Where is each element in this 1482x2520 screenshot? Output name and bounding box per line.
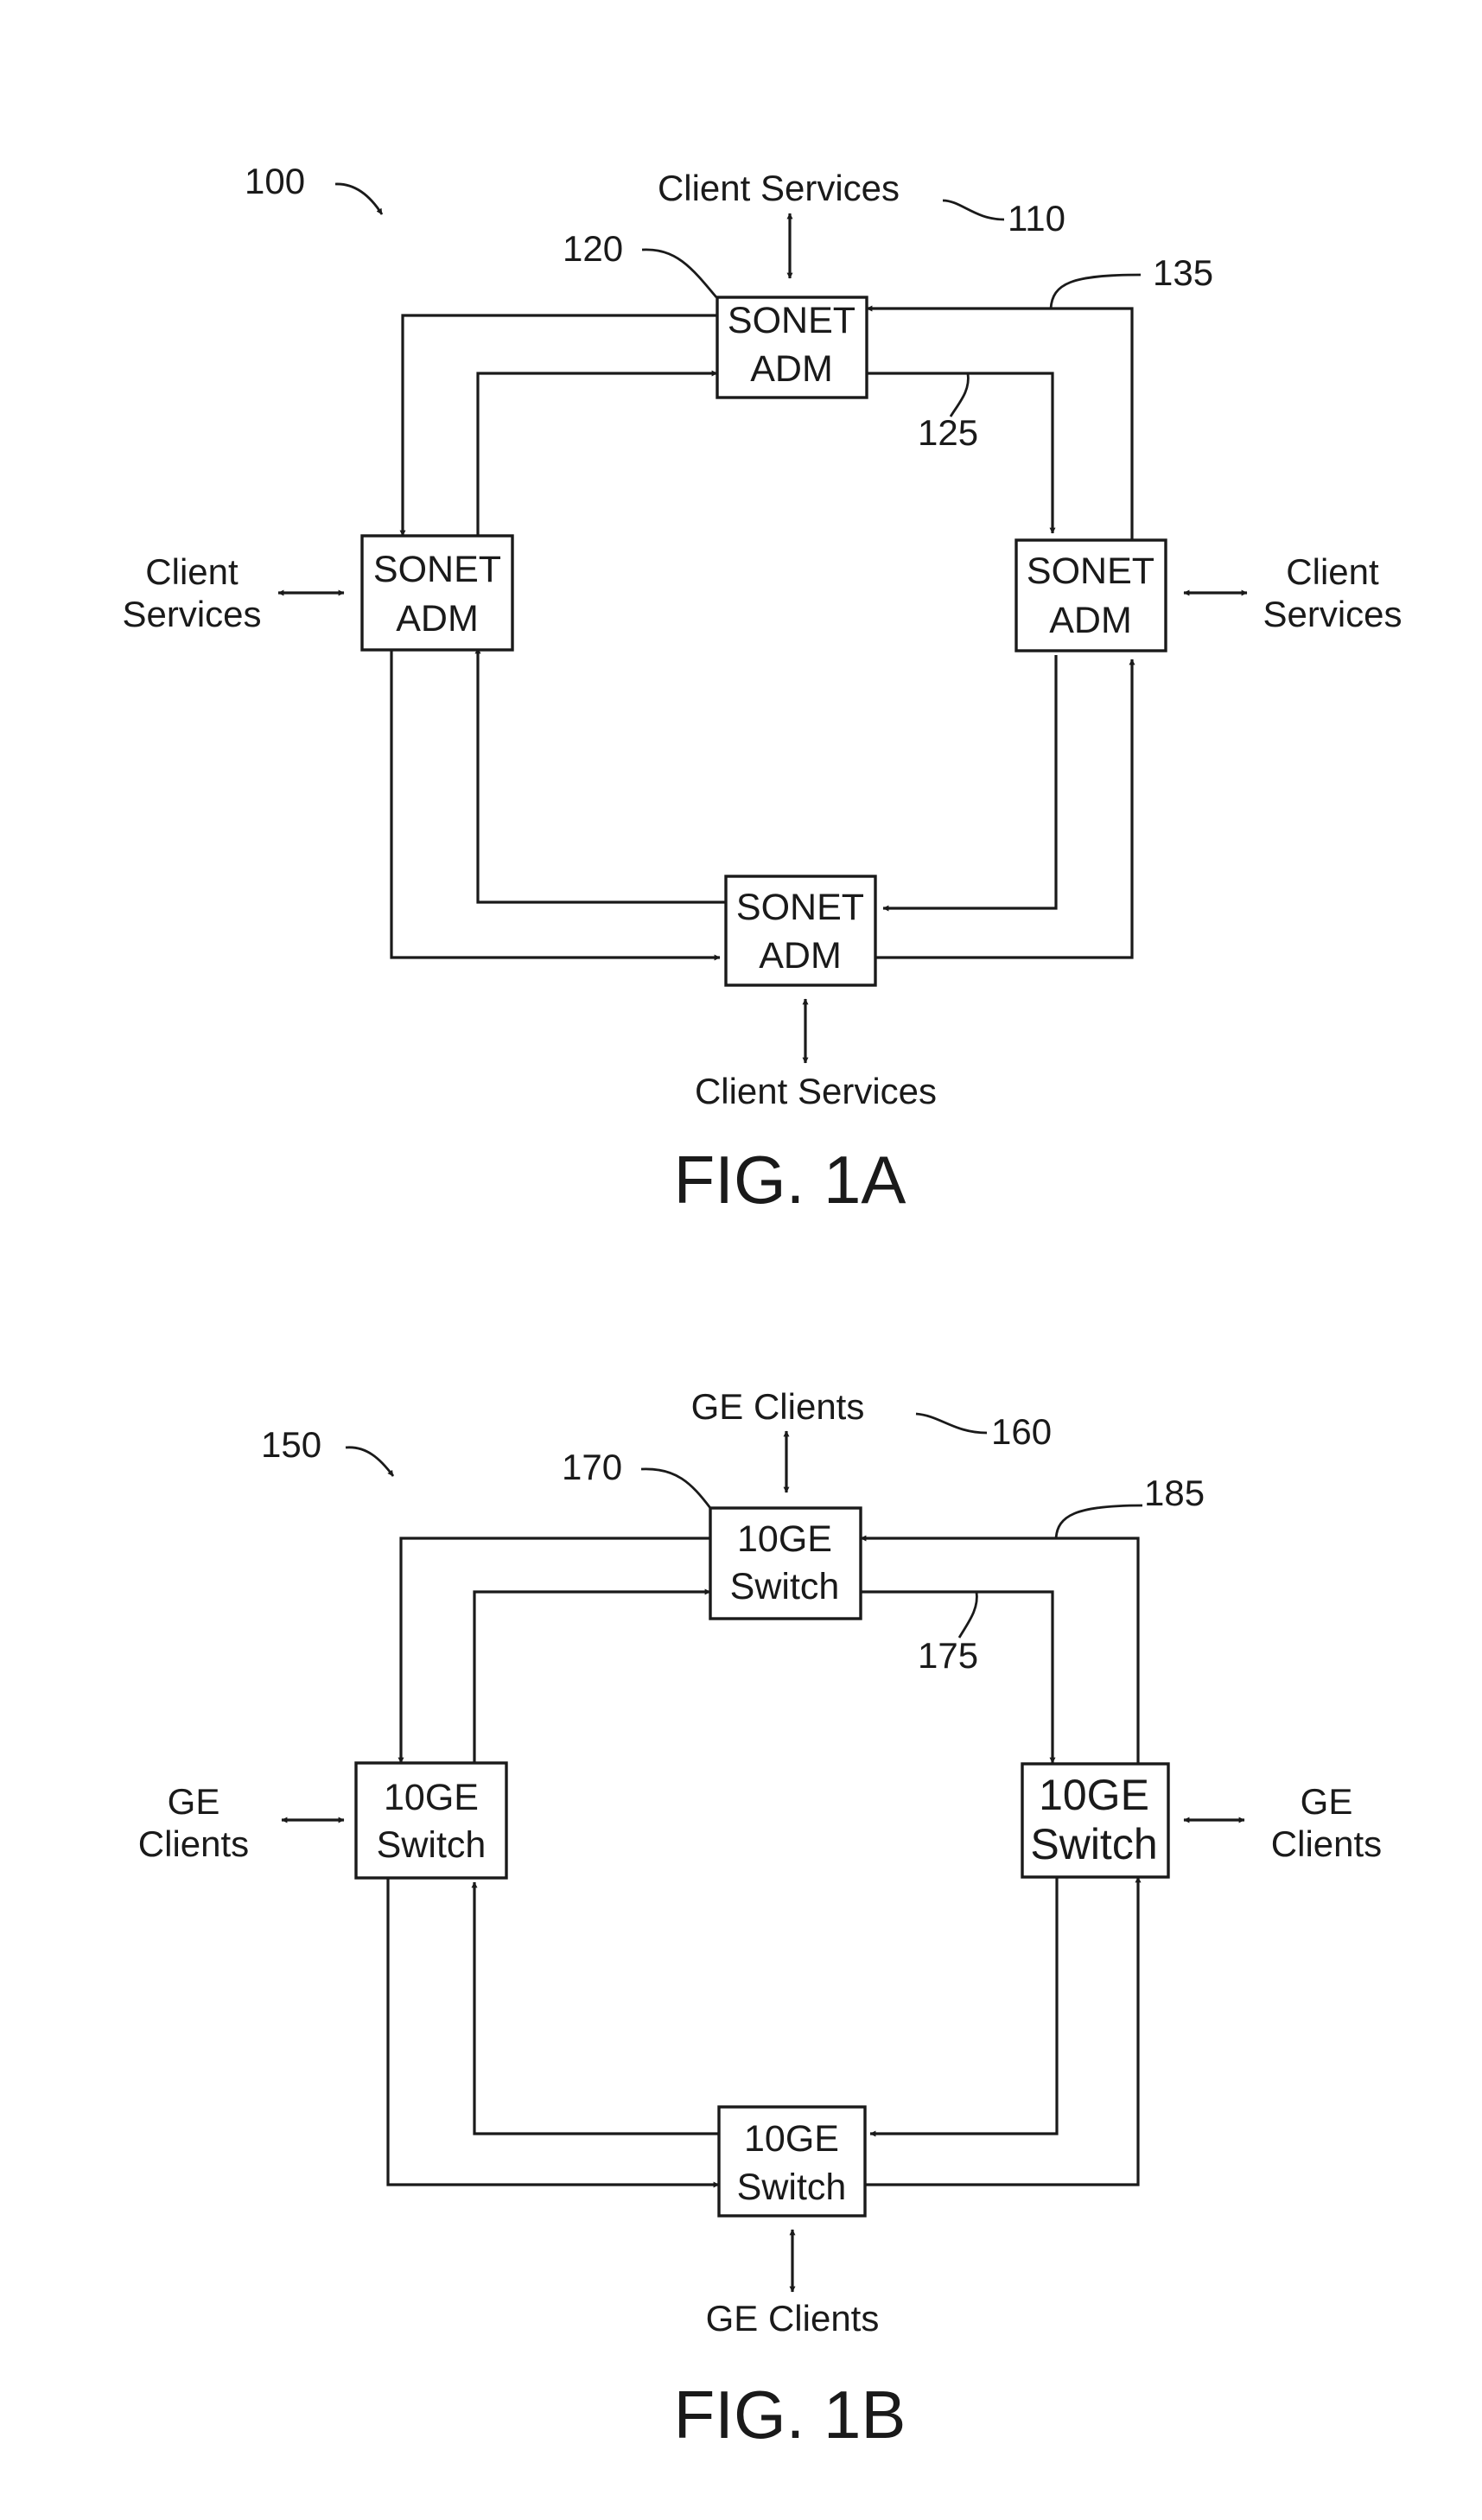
client-services-label: Client Services [658,168,900,208]
node-label: ADM [1049,600,1132,641]
ref-leader [916,1414,987,1433]
10ge-switch-left[interactable]: 10GE Switch [356,1763,506,1878]
ge-clients-label: GE Clients [691,1386,865,1427]
node-label: SONET [728,300,855,341]
ref-numeral: 110 [1008,198,1065,239]
ring-link [883,655,1056,908]
ref-numeral: 175 [918,1635,978,1676]
10ge-switch-right[interactable]: 10GE Switch [1022,1764,1168,1877]
ring-link [478,648,726,902]
client-services-label: Client [1286,551,1379,592]
ref-numeral: 125 [918,412,978,453]
sonet-adm-right[interactable]: SONET ADM [1016,540,1166,651]
ring-link [870,1877,1057,2134]
ref-numeral: 185 [1144,1473,1205,1513]
sonet-adm-left[interactable]: SONET ADM [362,536,512,650]
node-label: ADM [759,935,842,977]
ref-numeral: 120 [563,228,623,269]
ge-clients-label: Clients [138,1823,249,1864]
figure-title: FIG. 1A [674,1142,906,1218]
ge-clients-label: Clients [1271,1823,1382,1864]
node-label: SONET [373,549,501,590]
ref-arrow [335,184,382,214]
ring-link [478,373,717,536]
ref-leader [1056,1505,1142,1538]
client-services-label: Services [1263,594,1402,634]
ring-link [388,1878,719,2185]
node-label: 10GE [744,2118,839,2160]
node-label: 10GE [737,1518,832,1560]
inner-ring [478,373,1056,908]
ring-link [403,315,717,536]
node-label: SONET [736,887,864,928]
node-label: 10GE [1039,1771,1149,1819]
figure-1b: 10GE Switch 10GE Switch 10GE Switch 10GE… [138,1386,1382,2453]
ge-clients-label: GE [168,1781,220,1822]
figure-1a: SONET ADM SONET ADM SONET ADM SONET ADM … [122,161,1402,1218]
client-services-label: Client Services [695,1071,937,1111]
ref-arrow [346,1448,393,1476]
ring-link [867,309,1132,540]
ring-link [861,1538,1138,1764]
ring-link [875,659,1132,958]
node-label: ADM [750,348,833,390]
ge-clients-label: GE Clients [706,2298,880,2339]
sonet-adm-top[interactable]: SONET ADM [717,297,867,398]
ring-link [474,1592,710,1763]
ref-leader [1051,275,1141,309]
ring-link [861,1592,1053,1763]
node-label: SONET [1027,550,1154,592]
client-services-label: Services [122,594,261,634]
ref-leader [641,1469,710,1508]
figure-title: FIG. 1B [674,2377,906,2453]
node-label: 10GE [384,1777,479,1818]
10ge-switch-top[interactable]: 10GE Switch [710,1508,861,1619]
node-label: Switch [1030,1820,1157,1868]
ge-clients-label: GE [1301,1781,1353,1822]
ref-numeral: 135 [1153,252,1213,293]
sonet-adm-bottom[interactable]: SONET ADM [726,876,875,985]
ring-link [865,1877,1138,2185]
client-services-label: Client [145,551,239,592]
ref-leader [959,1592,976,1638]
node-label: Switch [737,2167,847,2208]
ref-numeral: 100 [245,161,305,201]
ring-link [867,373,1053,533]
ring-link [474,1882,719,2134]
node-label: ADM [396,598,479,640]
node-label: Switch [730,1566,840,1607]
ref-numeral: 150 [261,1424,321,1465]
ref-numeral: 170 [562,1447,622,1487]
ref-leader [642,250,716,297]
ring-link [401,1538,710,1763]
ref-leader [943,200,1004,220]
10ge-switch-bottom[interactable]: 10GE Switch [719,2107,865,2216]
ring-link [391,650,720,958]
ref-numeral: 160 [991,1411,1052,1452]
node-label: Switch [377,1824,487,1866]
ref-leader [951,373,968,417]
